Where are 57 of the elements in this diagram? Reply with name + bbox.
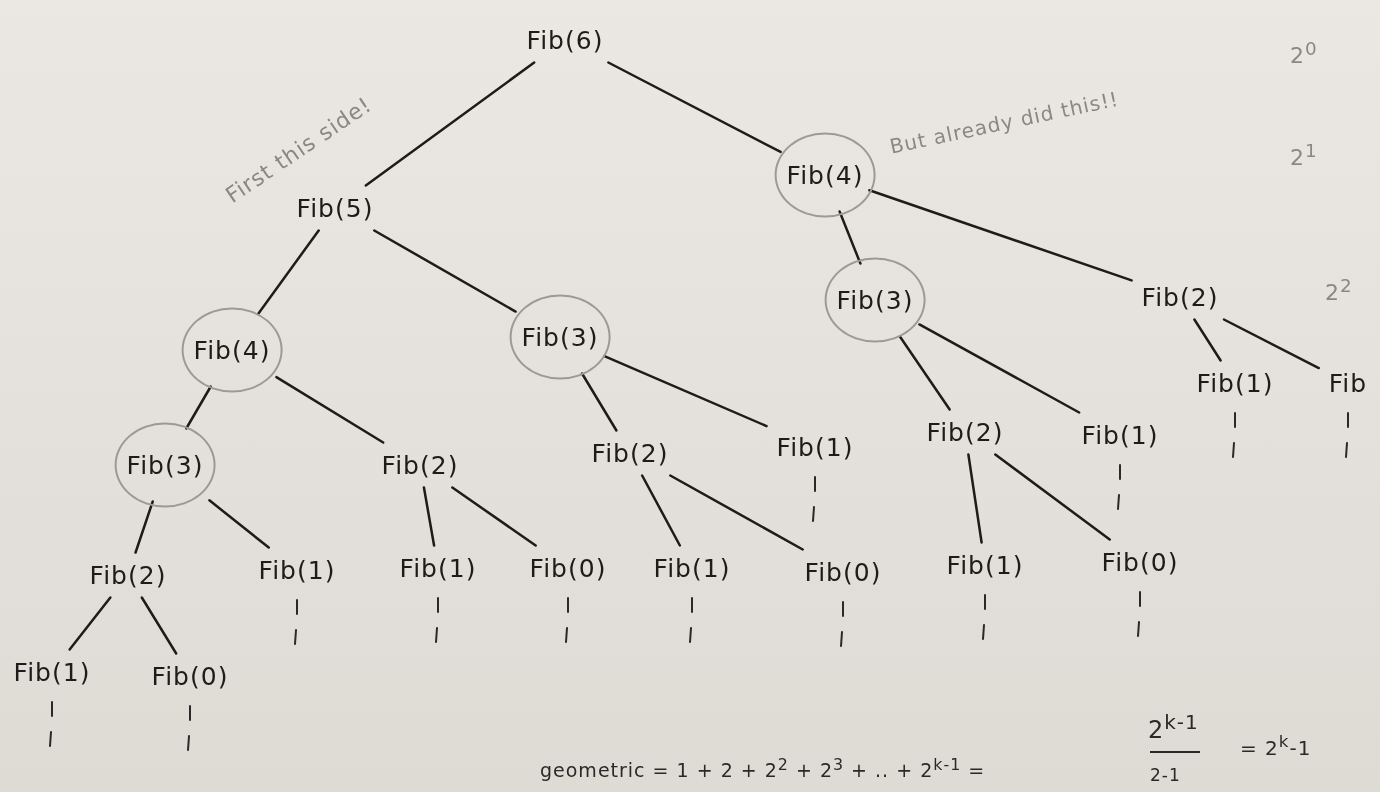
tree-branch-line — [422, 486, 436, 547]
tree-branch-line — [967, 453, 983, 544]
handwritten-note: But already did this!! — [887, 86, 1121, 159]
call-label: Fib(0) — [525, 551, 611, 585]
handwritten-note: 2$^{1}$ — [1290, 140, 1318, 171]
tree-branch-line — [1222, 318, 1321, 370]
tree-branch-line — [898, 335, 951, 411]
call-label: Fib(1) — [395, 551, 481, 585]
tree-branch-line — [257, 229, 320, 315]
tree-branch-line — [208, 499, 270, 549]
handwritten-note: 2$^{2}$ — [1325, 275, 1353, 306]
call-label: Fib(5) — [292, 191, 378, 225]
call-label: Fib(1) — [1192, 366, 1278, 400]
formula-text: 2-1 — [1150, 765, 1181, 785]
circled-call-label: Fib(3) — [824, 257, 926, 343]
call-label: Fib(1) — [772, 430, 858, 464]
call-label: Fib(1) — [9, 655, 95, 689]
tree-branch-line — [640, 474, 682, 547]
circled-call-label: Fib(4) — [774, 132, 876, 218]
tree-branch-line — [580, 372, 618, 432]
tree-branch-line — [603, 354, 768, 428]
call-label: Fib(6) — [522, 23, 608, 57]
call-label: Fib(2) — [85, 558, 171, 592]
tree-branch-line — [68, 596, 112, 651]
tree-branch-line — [364, 61, 536, 187]
call-label: Fib(2) — [587, 436, 673, 470]
tree-branch-line — [1193, 318, 1222, 362]
tree-branch-line — [451, 486, 537, 547]
call-label: Fib(1) — [254, 553, 340, 587]
formula-text: 2$^{k-1}$ — [1148, 710, 1199, 744]
call-label: Fib(0) — [1097, 545, 1183, 579]
tree-branch-line — [868, 189, 1133, 282]
tree-branch-line — [838, 210, 862, 265]
tree-branch-line — [373, 229, 517, 313]
tree-branch-line — [140, 596, 178, 655]
tree-branch-line — [607, 61, 782, 154]
tree-branch-line — [918, 323, 1081, 414]
call-label: Fib(2) — [1137, 280, 1223, 314]
formula-text: geometric = 1 + 2 + 2$^{2}$ + 2$^{3}$ + .. + 2$^{k-1}$ = — [540, 755, 986, 782]
handwritten-note: 2$^{0}$ — [1290, 38, 1318, 69]
tree-branch-line — [994, 453, 1111, 541]
call-label: Fib(0) — [147, 659, 233, 693]
call-label: Fib(1) — [942, 548, 1028, 582]
circled-call-label: Fib(4) — [181, 307, 283, 393]
call-label: Fib(1) — [649, 551, 735, 585]
tree-branch-line — [275, 375, 385, 444]
call-label: Fib — [1324, 366, 1372, 400]
tree-branch-line — [669, 474, 804, 551]
call-label: Fib(1) — [1077, 418, 1163, 452]
circled-call-label: Fib(3) — [114, 422, 216, 508]
tree-branch-line — [185, 385, 212, 430]
call-label: Fib(2) — [922, 415, 1008, 449]
tree-branch-line — [134, 500, 154, 554]
circled-call-label: Fib(3) — [509, 294, 611, 380]
formula-text: = 2$^{k}$-1 — [1240, 732, 1312, 760]
call-label: Fib(0) — [800, 555, 886, 589]
call-label: Fib(2) — [377, 448, 463, 482]
